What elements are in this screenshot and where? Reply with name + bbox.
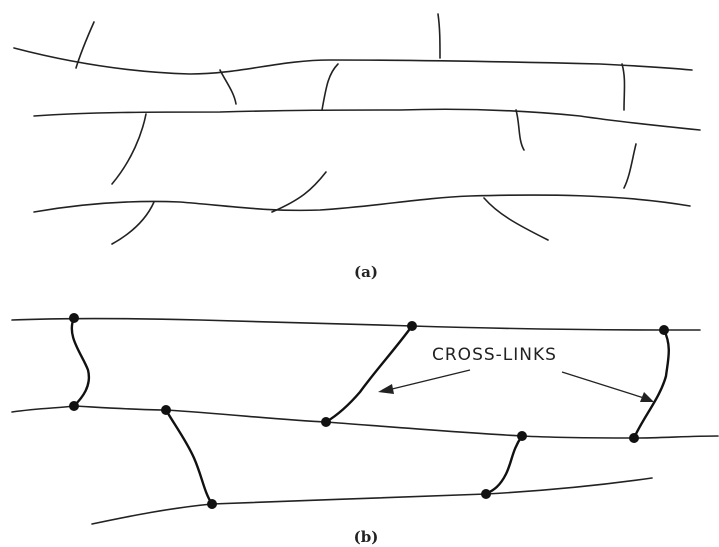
cross-link-junction: [517, 431, 527, 441]
panel-a-branch: [624, 144, 636, 188]
cross-link-junction: [407, 321, 417, 331]
panel-a-branch: [112, 202, 154, 244]
panel-a-branch: [322, 64, 338, 110]
panel-a-chain-1: [14, 48, 692, 74]
panel-a-chain-2: [34, 109, 700, 130]
annotation-arrow-left: [388, 370, 470, 390]
panel-b-chain-1: [12, 319, 700, 331]
cross-link-junction: [207, 499, 217, 509]
cross-link: [166, 410, 212, 504]
panel-b-caption: (b): [354, 528, 379, 546]
cross-link: [72, 318, 89, 406]
cross-link-junction: [629, 433, 639, 443]
panel-a-chain-3: [34, 195, 690, 212]
panel-b-chain-3: [92, 478, 652, 524]
cross-link: [486, 436, 522, 494]
panel-a-branch: [438, 14, 440, 58]
panel-a-caption: (a): [354, 263, 378, 281]
panel-a-branch: [220, 70, 236, 104]
panel-b: CROSS-LINKS (b): [12, 313, 718, 546]
cross-link-junction: [481, 489, 491, 499]
panel-a-branch: [622, 64, 625, 110]
arrowhead-icon: [640, 392, 654, 402]
panel-a-branch: [76, 22, 94, 68]
cross-links-annotation: CROSS-LINKS: [432, 345, 557, 365]
panel-a-branch: [484, 198, 548, 240]
cross-link-junction: [321, 417, 331, 427]
panel-a: (a): [14, 14, 700, 281]
cross-link-junction: [161, 405, 171, 415]
panel-a-branch: [516, 110, 524, 150]
cross-link-junction: [69, 313, 79, 323]
annotation-arrow-right: [562, 372, 644, 398]
panel-b-chain-2: [12, 406, 718, 438]
panel-a-branch: [272, 172, 326, 212]
panel-a-branch: [112, 114, 146, 184]
cross-link-junction: [659, 325, 669, 335]
arrowhead-icon: [378, 384, 394, 394]
cross-link: [634, 330, 669, 438]
cross-link-junction: [69, 401, 79, 411]
cross-link: [326, 326, 412, 422]
